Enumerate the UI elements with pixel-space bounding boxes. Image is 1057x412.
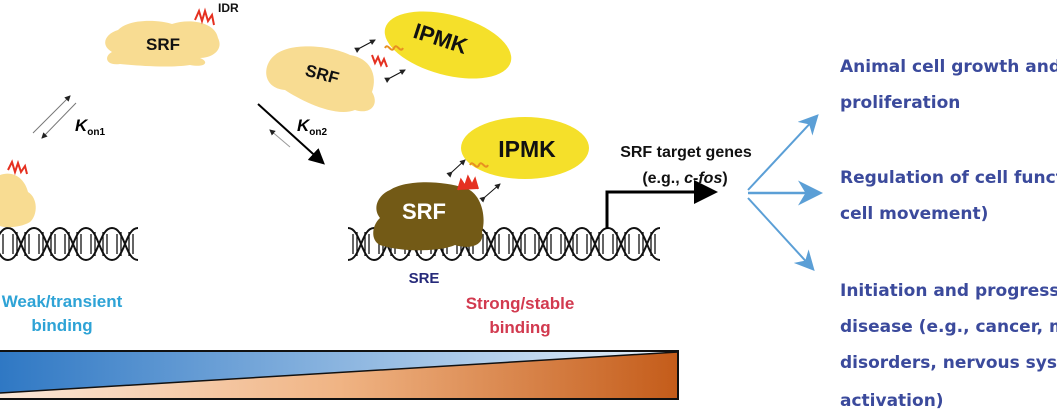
outcome-1: Animal cell growth and proliferation: [840, 57, 1057, 113]
dna-left: [0, 227, 139, 261]
svg-text:cell movement): cell movement): [840, 204, 988, 224]
svg-text:disorders, nervous system: disorders, nervous system: [840, 353, 1057, 373]
svg-text:SRF: SRF: [402, 199, 446, 224]
ipmk-shape: [384, 11, 512, 79]
svg-text:IDR: IDR: [218, 1, 239, 15]
idr-icon: [194, 7, 215, 26]
target-genes-label: SRF target genes: [620, 144, 752, 161]
sre-label: SRE: [409, 270, 440, 287]
idr-icon: [7, 159, 28, 176]
weak-binding-label-2: binding: [31, 316, 92, 335]
transcription-arrow: [605, 180, 718, 229]
svg-text:disease (e.g., cancer, muscle: disease (e.g., cancer, muscle: [840, 317, 1057, 337]
srf-ipmk-complex: SRF IPMK: [266, 11, 512, 112]
target-genes-example: (e.g., c-fos): [642, 170, 727, 187]
outcome-2: Regulation of cell functions (e.g., cell…: [840, 168, 1057, 224]
outcome-3: Initiation and progression of disease (e…: [840, 281, 1057, 411]
svg-text:activation): activation): [840, 391, 944, 411]
svg-text:Initiation and progression of: Initiation and progression of: [840, 281, 1057, 301]
srf-free: SRF IDR: [105, 1, 239, 67]
svg-text:proliferation: proliferation: [840, 93, 960, 113]
srf-weak-bound: [0, 159, 36, 228]
ipmk-bound: IPMK: [461, 117, 589, 179]
svg-text:SRF: SRF: [146, 35, 180, 54]
kon1-label: Kon1: [75, 116, 105, 138]
svg-text:IPMK: IPMK: [498, 136, 556, 162]
kon2-label: Kon2: [297, 116, 327, 138]
svg-text:Regulation of cell functions (: Regulation of cell functions (e.g.,: [840, 168, 1057, 188]
kon2-arrows: [257, 103, 325, 165]
strong-binding-label: Strong/stable: [466, 294, 575, 313]
binding-strength-gradient-bar: [0, 350, 679, 400]
kon1-arrows: [32, 95, 77, 139]
branch-arrows: [747, 114, 823, 271]
strong-binding-label-2: binding: [489, 318, 550, 337]
svg-text:Animal cell growth and: Animal cell growth and: [840, 57, 1057, 77]
srf-dna-bound: SRF: [373, 159, 501, 251]
weak-binding-label: Weak/transient: [2, 292, 123, 311]
